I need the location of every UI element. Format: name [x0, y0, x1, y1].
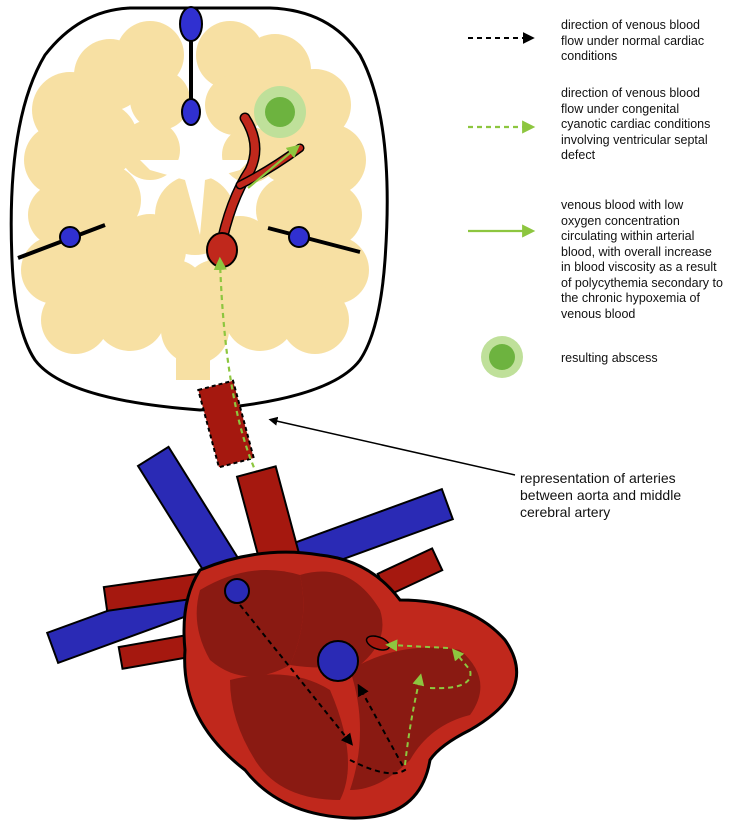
- callout-pointer: [268, 416, 516, 476]
- brain-green-arrow: [247, 144, 301, 189]
- brainstem: [176, 320, 210, 380]
- heart-illustration: [45, 445, 519, 820]
- left-atrium: [290, 571, 383, 668]
- brain-illustration: [9, 6, 389, 412]
- left-ventricle: [350, 647, 481, 790]
- legend-item-normal-flow: direction of venous blood flow under nor…: [561, 18, 705, 63]
- tentorium-right: [267, 226, 361, 254]
- artery-representation-segment: [197, 379, 255, 469]
- aorta: [235, 465, 301, 565]
- sagittal-sinus-top: [179, 6, 203, 42]
- artery-cross-section: [206, 232, 238, 268]
- sagittal-sinus-bottom: [181, 98, 201, 126]
- cyanotic-flow-arrow-3: [385, 639, 449, 652]
- legend-item-abscess: resulting abscess: [561, 351, 658, 365]
- legend-symbol-abscess-inner: [489, 344, 515, 370]
- normal-flow-arrow-1: [239, 604, 354, 746]
- transverse-sinus-left: [59, 226, 81, 248]
- ventricles: [140, 160, 250, 235]
- vena-cava-opening: [224, 578, 250, 604]
- transverse-sinus-right: [288, 226, 310, 248]
- abscess-inner: [265, 97, 295, 127]
- right-ventricle: [230, 674, 348, 800]
- normal-flow-arrow-2: [349, 683, 407, 775]
- legend-symbols: [468, 32, 536, 378]
- middle-cerebral-artery-fill: [216, 114, 259, 254]
- legend-item-mixed-blood: venous blood with low oxygen concentrati…: [561, 198, 723, 321]
- right-atrium: [196, 570, 304, 677]
- callout-label: representation of arteries between aorta…: [520, 470, 682, 520]
- legend-item-cyanotic-flow: direction of venous blood flow under con…: [561, 86, 711, 162]
- right-ventricle-vein: [317, 640, 359, 682]
